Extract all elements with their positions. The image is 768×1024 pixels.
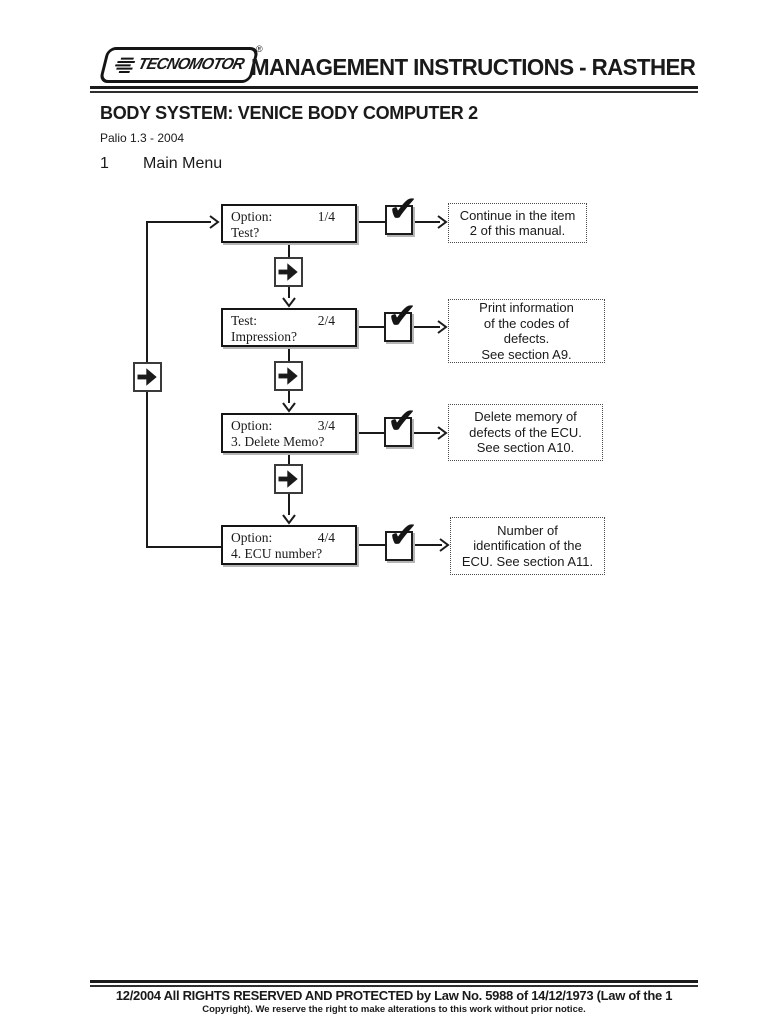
section-title: Main Menu bbox=[143, 155, 223, 172]
advance-key-box bbox=[274, 361, 303, 391]
tecnomotor-emblem-icon bbox=[115, 57, 136, 74]
row2-arrowhead bbox=[437, 320, 448, 334]
footer-copyright-line: Copyright). We reserve the right to make… bbox=[202, 1004, 586, 1015]
result-line: of the codes of bbox=[483, 315, 570, 331]
footer-rights-line: 12/2004 All RIGHTS RESERVED AND PROTECTE… bbox=[115, 988, 673, 1003]
section-heading: 1 Main Menu bbox=[100, 155, 222, 173]
result-note-continue: Continue in the item 2 of this manual. bbox=[448, 203, 587, 243]
confirm-key-box: ✔ bbox=[385, 192, 418, 235]
screen-index: 2/4 bbox=[317, 313, 335, 328]
screen-label: Test: bbox=[231, 313, 258, 328]
result-line: Number of bbox=[497, 522, 558, 538]
screen-box-test-impression: Test: 2/4 Impression? bbox=[221, 308, 357, 347]
result-line: defects. bbox=[503, 331, 550, 346]
tecnomotor-logo: TECNOMOTOR bbox=[98, 47, 260, 83]
advance-key-box bbox=[274, 464, 303, 494]
body-system-heading: BODY SYSTEM: VENICE BODY COMPUTER 2 bbox=[100, 103, 478, 123]
check-icon: ✔ bbox=[387, 401, 418, 442]
result-note-ecu-id: Number of identification of the ECU. See… bbox=[450, 517, 605, 575]
result-line: Continue in the item bbox=[459, 207, 576, 223]
check-icon: ✔ bbox=[388, 515, 419, 556]
result-line: defects of the ECU. bbox=[469, 424, 582, 440]
row3-arrowhead bbox=[437, 426, 448, 440]
section-number: 1 bbox=[100, 155, 109, 172]
page-title: MANAGEMENT INSTRUCTIONS - RASTHER bbox=[251, 54, 696, 80]
result-line: ECU. See section A11. bbox=[461, 553, 594, 569]
confirm-key-box: ✔ bbox=[384, 299, 417, 342]
vehicle-model-label: Palio 1.3 - 2004 bbox=[100, 131, 185, 145]
row4-arrowhead bbox=[439, 538, 450, 552]
registered-trademark-symbol: ® bbox=[256, 44, 263, 54]
screen-index: 4/4 bbox=[317, 530, 335, 545]
down3-arrowhead bbox=[282, 514, 296, 525]
header-divider bbox=[90, 86, 698, 93]
screen-label: Option: bbox=[231, 530, 273, 545]
result-line: 2 of this manual. bbox=[469, 223, 566, 238]
result-line: identification of the bbox=[473, 538, 582, 554]
screen-question: 3. Delete Memo? bbox=[231, 434, 325, 449]
screen-box-ecu-number: Option: 4/4 4. ECU number? bbox=[221, 525, 357, 565]
screen-label: Option: bbox=[231, 209, 273, 224]
down1-arrowhead bbox=[282, 297, 296, 308]
result-line: Delete memory of bbox=[474, 409, 577, 425]
screen-question: Impression? bbox=[231, 329, 297, 344]
screen-question: Test? bbox=[231, 225, 260, 240]
right-arrow-icon bbox=[278, 367, 298, 385]
right-arrow-icon bbox=[278, 263, 298, 281]
advance-key-box bbox=[274, 257, 303, 287]
screen-box-delete-memo: Option: 3/4 3. Delete Memo? bbox=[221, 413, 357, 453]
result-line: See section A9. bbox=[481, 346, 572, 362]
result-note-delete-memory: Delete memory of defects of the ECU. See… bbox=[448, 404, 603, 461]
footer-divider bbox=[90, 980, 698, 987]
screen-box-option-test: Option: 1/4 Test? bbox=[221, 204, 357, 243]
screen-label: Option: bbox=[231, 418, 273, 433]
result-note-print: Print information of the codes of defect… bbox=[448, 299, 605, 363]
screen-question: 4. ECU number? bbox=[231, 546, 323, 561]
confirm-key-box: ✔ bbox=[385, 518, 418, 561]
check-icon: ✔ bbox=[388, 189, 419, 230]
screen-index: 3/4 bbox=[317, 418, 335, 433]
down2-arrowhead bbox=[282, 402, 296, 413]
logo-brand-text: TECNOMOTOR bbox=[135, 56, 246, 73]
screen-index: 1/4 bbox=[317, 209, 335, 224]
right-arrow-icon bbox=[137, 368, 157, 386]
confirm-key-box: ✔ bbox=[384, 404, 417, 447]
result-line: Print information bbox=[479, 300, 574, 315]
row1-arrowhead bbox=[437, 215, 448, 229]
result-line: See section A10. bbox=[476, 440, 575, 456]
advance-key-box-loop bbox=[133, 362, 162, 392]
check-icon: ✔ bbox=[387, 296, 418, 337]
loop-rail-arrowhead bbox=[209, 215, 220, 229]
right-arrow-icon bbox=[278, 470, 298, 488]
